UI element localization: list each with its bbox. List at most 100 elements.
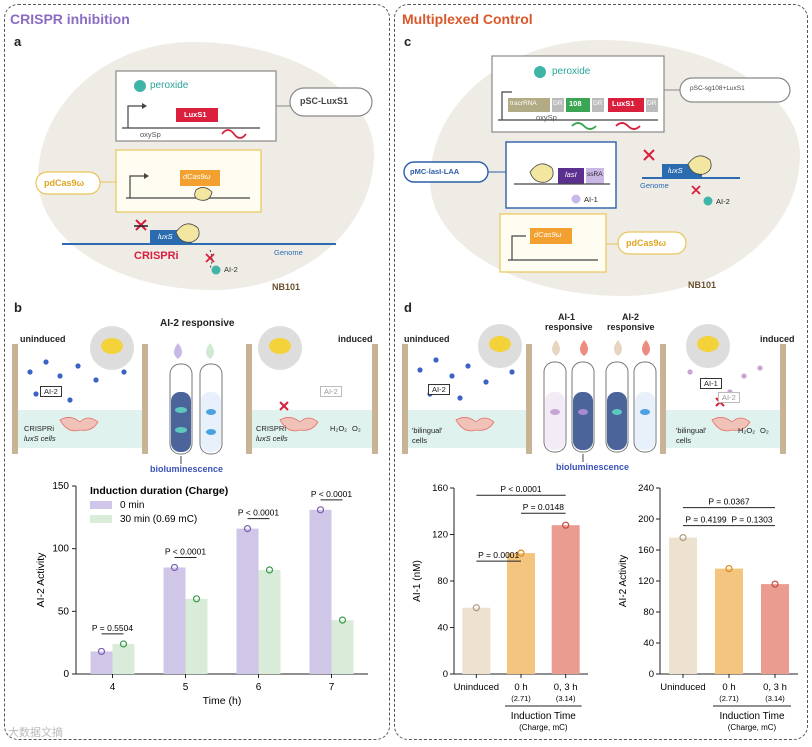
data-point — [517, 549, 525, 557]
x-axis-sublabel: (Charge, mC) — [728, 723, 777, 732]
legend-swatch — [90, 501, 112, 509]
crispri-label: CRISPRi — [134, 250, 179, 262]
h2o2-label-b: H₂O₂ — [330, 424, 348, 433]
bar — [185, 598, 208, 674]
x-tick-label: Uninduced — [454, 682, 499, 693]
luxs1-label-a: LuxS1 — [184, 110, 207, 119]
bar — [112, 643, 135, 674]
panel-a-label: a — [14, 34, 22, 49]
bar — [309, 509, 332, 674]
y-axis-label: AI-1 (nM) — [412, 560, 423, 602]
panel-c-diagram — [403, 55, 791, 273]
data-point — [192, 595, 201, 603]
o2-label-d: O₂ — [760, 426, 769, 435]
y-tick-label: 240 — [638, 483, 654, 494]
legend-label: 30 min (0.69 mC) — [120, 514, 197, 525]
ai1-responsive-label2: responsive — [545, 322, 593, 332]
y-tick-label: 40 — [643, 638, 654, 649]
data-point — [472, 604, 480, 612]
ai2-responsive-label: AI-2 responsive — [160, 318, 235, 329]
p-value-label: P = 0.0148 — [523, 502, 564, 512]
luxs1-label-c: LuxS1 — [612, 99, 635, 108]
panel-b-schematic — [12, 326, 378, 464]
ai1-responsive-label: AI-1 — [558, 312, 576, 322]
peroxide-label-c: peroxide — [552, 66, 591, 77]
ai2-tag-left-b: AI-2 — [40, 386, 62, 397]
pdcas-label-a: pdCas9ω — [44, 178, 85, 188]
p-value-label: P = 0.0001 — [478, 550, 519, 560]
uninduced-label-d: uninduced — [404, 334, 450, 344]
legend-swatch — [90, 515, 112, 523]
bar — [163, 567, 186, 674]
y-tick-label: 160 — [638, 545, 654, 556]
bar — [507, 553, 535, 674]
y-tick-label: 40 — [437, 623, 448, 634]
x-tick-label: 7 — [329, 682, 335, 693]
p-value-label: P < 0.0001 — [238, 508, 279, 518]
x-axis-sublabel: (Charge, mC) — [519, 723, 568, 732]
cells-label-left-b2: luxS cells — [24, 434, 56, 443]
x-tick-label: 0 h — [514, 682, 527, 693]
pmc-label: pMC-lasI-LAA — [410, 167, 460, 176]
cells-label-right-b: CRISPRi — [256, 424, 287, 433]
data-point — [119, 640, 128, 648]
ai2-label-a: AI-2 — [224, 265, 238, 274]
dr-label-2: DR — [593, 100, 603, 107]
cells-label-right-b2: luxS cells — [256, 434, 288, 443]
peroxide-label-a: peroxide — [150, 80, 189, 91]
panel-b-label: b — [14, 300, 22, 315]
bar — [669, 537, 697, 674]
sg108-label: 108 — [569, 99, 582, 108]
y-tick-label: 0 — [443, 669, 448, 680]
nb101-label-c: NB101 — [688, 280, 717, 290]
x-tick-label: 0 h — [722, 682, 735, 693]
x-axis-label: Induction Time — [511, 711, 576, 722]
p-value-label: P = 0.0367 — [708, 497, 749, 507]
induced-label-d: induced — [760, 334, 795, 344]
bar — [258, 569, 281, 674]
x-tick-label: 5 — [183, 682, 189, 693]
data-point — [771, 580, 779, 588]
y-axis-label: AI-2 Activity — [618, 555, 629, 607]
y-tick-label: 120 — [432, 530, 448, 541]
legend-title: Induction duration (Charge) — [90, 485, 228, 497]
bar — [462, 607, 491, 674]
p-value-label: P = 0.1303 — [731, 515, 772, 525]
x-tick-label: 0, 3 h — [554, 682, 578, 693]
oxysp-label-a: oxySp — [140, 130, 161, 139]
y-tick-label: 50 — [58, 606, 70, 617]
p-value-label: P = 0.5504 — [92, 623, 133, 633]
y-tick-label: 0 — [63, 669, 69, 680]
y-axis-label: AI-2 Activity — [35, 552, 47, 608]
y-tick-label: 200 — [638, 514, 654, 525]
ai2-responsive-label-d2: responsive — [607, 322, 655, 332]
bioluminescence-label-d: bioluminescence — [556, 462, 630, 472]
x-tick-label: 6 — [256, 682, 262, 693]
watermark: 大数据文摘 — [8, 727, 63, 739]
x-tick-sublabel: (2.71) — [719, 694, 739, 703]
y-tick-label: 160 — [432, 483, 448, 494]
bar — [715, 568, 743, 674]
legend-label: 0 min — [120, 500, 144, 511]
panel-c-label: c — [404, 34, 412, 49]
y-tick-label: 150 — [52, 481, 69, 492]
ai2-label-c: AI-2 — [716, 197, 730, 206]
p-value-label: P < 0.0001 — [165, 546, 206, 556]
panel-a-diagram — [35, 70, 373, 275]
p-value-label: P < 0.0001 — [500, 484, 541, 494]
x-tick-sublabel: (3.14) — [765, 694, 785, 703]
tracr-label: tracrRNA — [510, 100, 537, 107]
x-tick-label: 0, 3 h — [763, 682, 787, 693]
y-tick-label: 120 — [638, 576, 654, 587]
genome-label-c: Genome — [640, 181, 669, 190]
p-value-label: P < 0.0001 — [311, 489, 352, 499]
bar — [551, 525, 580, 674]
cells-label-right-d2: cells — [676, 436, 692, 445]
dcas-label-a: dCas9ω — [183, 172, 211, 181]
pdcas-label-c: pdCas9ω — [626, 238, 667, 248]
x-tick-sublabel: (2.71) — [511, 694, 531, 703]
left-title: CRISPR inhibition — [10, 11, 130, 27]
